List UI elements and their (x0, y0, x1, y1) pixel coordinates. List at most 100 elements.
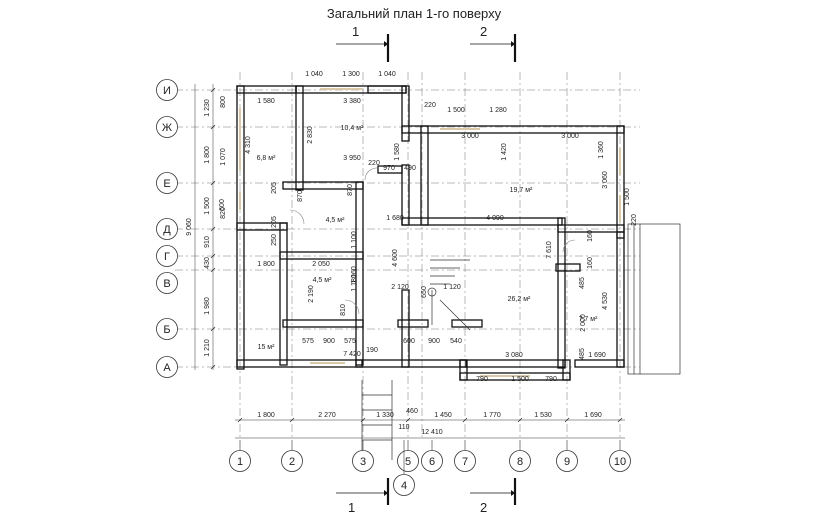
inner-dim-15: 220 (368, 160, 380, 167)
grid-lines (175, 72, 640, 440)
inner-dim-54: 160 (587, 257, 594, 269)
inner-dim-29: 4 600 (392, 249, 399, 267)
inner-dim-8: 3 000 (461, 133, 479, 140)
inner-dim-12: 1 420 (501, 143, 508, 161)
axis-bubble-3 (352, 450, 374, 472)
room-area-0: 10,4 м² (341, 125, 364, 132)
room-area-1: 6,8 м² (257, 155, 276, 162)
axis-label-5: 5 (405, 456, 411, 468)
inner-dim-51: 810 (340, 304, 347, 316)
section-marks (336, 34, 517, 505)
bottom-dim-small-1: 110 (398, 424, 409, 431)
inner-dim-53: 160 (587, 230, 594, 242)
axis-label-И: И (163, 85, 171, 97)
inner-dim-40: 540 (450, 338, 462, 345)
inner-dim-46: 790 (545, 376, 557, 383)
inner-dim-31: 4 530 (602, 292, 609, 310)
walls (236, 85, 625, 381)
inner-dim-59: 1 070 (220, 148, 227, 166)
inner-dim-30: 7 610 (546, 241, 553, 259)
dimension-lines (194, 84, 625, 439)
door-swings (289, 167, 576, 315)
inner-dim-23: 220 (631, 214, 638, 226)
axis-label-Г: Г (164, 251, 170, 263)
inner-dim-49: 1 100 (351, 231, 358, 249)
axis-label-8: 8 (517, 456, 523, 468)
axis-label-Е: Е (163, 178, 170, 190)
axis-bubble-1 (229, 450, 251, 472)
axis-bubble-5 (397, 450, 419, 472)
section-1-bottom-label: 1 (348, 500, 355, 515)
axis-bubble-В (156, 272, 178, 294)
inner-dim-18: 1 580 (394, 143, 401, 161)
axis-bubble-Б (156, 318, 178, 340)
plan-title: Загальний план 1-го поверху (327, 6, 502, 21)
inner-dim-60: 820 (220, 207, 227, 219)
inner-dim-6: 1 500 (447, 107, 465, 114)
axis-label-Д: Д (163, 224, 171, 236)
axis-label-В: В (163, 278, 170, 290)
inner-dim-25: 1 800 (257, 261, 275, 268)
inner-dim-37: 575 (344, 338, 356, 345)
inner-dim-1: 1 300 (342, 71, 360, 78)
axis-label-4: 4 (401, 480, 407, 492)
bottom-dim-overall: 12 410 (421, 429, 443, 436)
inner-dim-32: 2 190 (308, 285, 315, 303)
room-area-3: 4,5 м² (326, 217, 345, 224)
left-dim-0: 1 230 (204, 99, 211, 117)
inner-dim-0: 1 040 (305, 71, 323, 78)
room-area-4: 4,5 м² (313, 277, 332, 284)
room-area-6: 7,7 м² (579, 316, 598, 323)
inner-dim-45: 1 500 (511, 376, 529, 383)
axis-label-7: 7 (462, 456, 468, 468)
inner-dim-48: 485 (579, 348, 586, 360)
axis-bubble-Ж (156, 116, 178, 138)
left-dim-6: 1 210 (204, 339, 211, 357)
inner-dim-5: 220 (424, 102, 436, 109)
inner-dim-13: 1 360 (598, 141, 605, 159)
axis-bubble-9 (556, 450, 578, 472)
inner-dim-34: 1 690 (588, 352, 606, 359)
axis-label-А: А (163, 362, 171, 374)
axis-bubble-4 (393, 474, 415, 496)
inner-dim-20: 4 090 (486, 215, 504, 222)
inner-dim-19: 1 680 (386, 215, 404, 222)
bottom-dim-1: 2 270 (318, 412, 336, 419)
axis-label-Б: Б (163, 324, 170, 336)
inner-dim-47: 485 (579, 277, 586, 289)
porch (627, 223, 681, 375)
axis-label-9: 9 (564, 456, 570, 468)
axis-bubble-6 (421, 450, 443, 472)
axis-label-Ж: Ж (162, 122, 172, 134)
inner-dim-33: 2 000 (580, 314, 587, 332)
inner-dim-63: 250 (271, 234, 278, 246)
axis-label-6: 6 (429, 456, 435, 468)
inner-dim-43: 3 080 (505, 352, 523, 359)
inner-dim-2: 1 040 (378, 71, 396, 78)
room-area-7: 15 м² (258, 344, 276, 351)
inner-dim-58: 800 (220, 96, 227, 108)
room-area-2: 19,7 м² (510, 187, 533, 194)
axis-label-1: 1 (237, 456, 243, 468)
axis-bubble-2 (281, 450, 303, 472)
left-dim-2: 1 500 (204, 197, 211, 215)
inner-dim-3: 1 580 (257, 98, 275, 105)
inner-dim-10: 2 830 (307, 126, 314, 144)
bottom-dim-0: 1 800 (257, 412, 275, 419)
bottom-dim-3: 1 450 (434, 412, 452, 419)
left-dim-4: 430 (204, 257, 211, 269)
inner-dim-28: 1 120 (443, 284, 461, 291)
inner-dim-57: 600 (219, 199, 226, 211)
axis-bubble-8 (509, 450, 531, 472)
axis-bubble-Г (156, 245, 178, 267)
inner-dim-24: 2 050 (312, 261, 330, 268)
inner-dim-39: 900 (428, 338, 440, 345)
inner-dim-35: 900 (323, 338, 335, 345)
axis-bubble-И (156, 79, 178, 101)
